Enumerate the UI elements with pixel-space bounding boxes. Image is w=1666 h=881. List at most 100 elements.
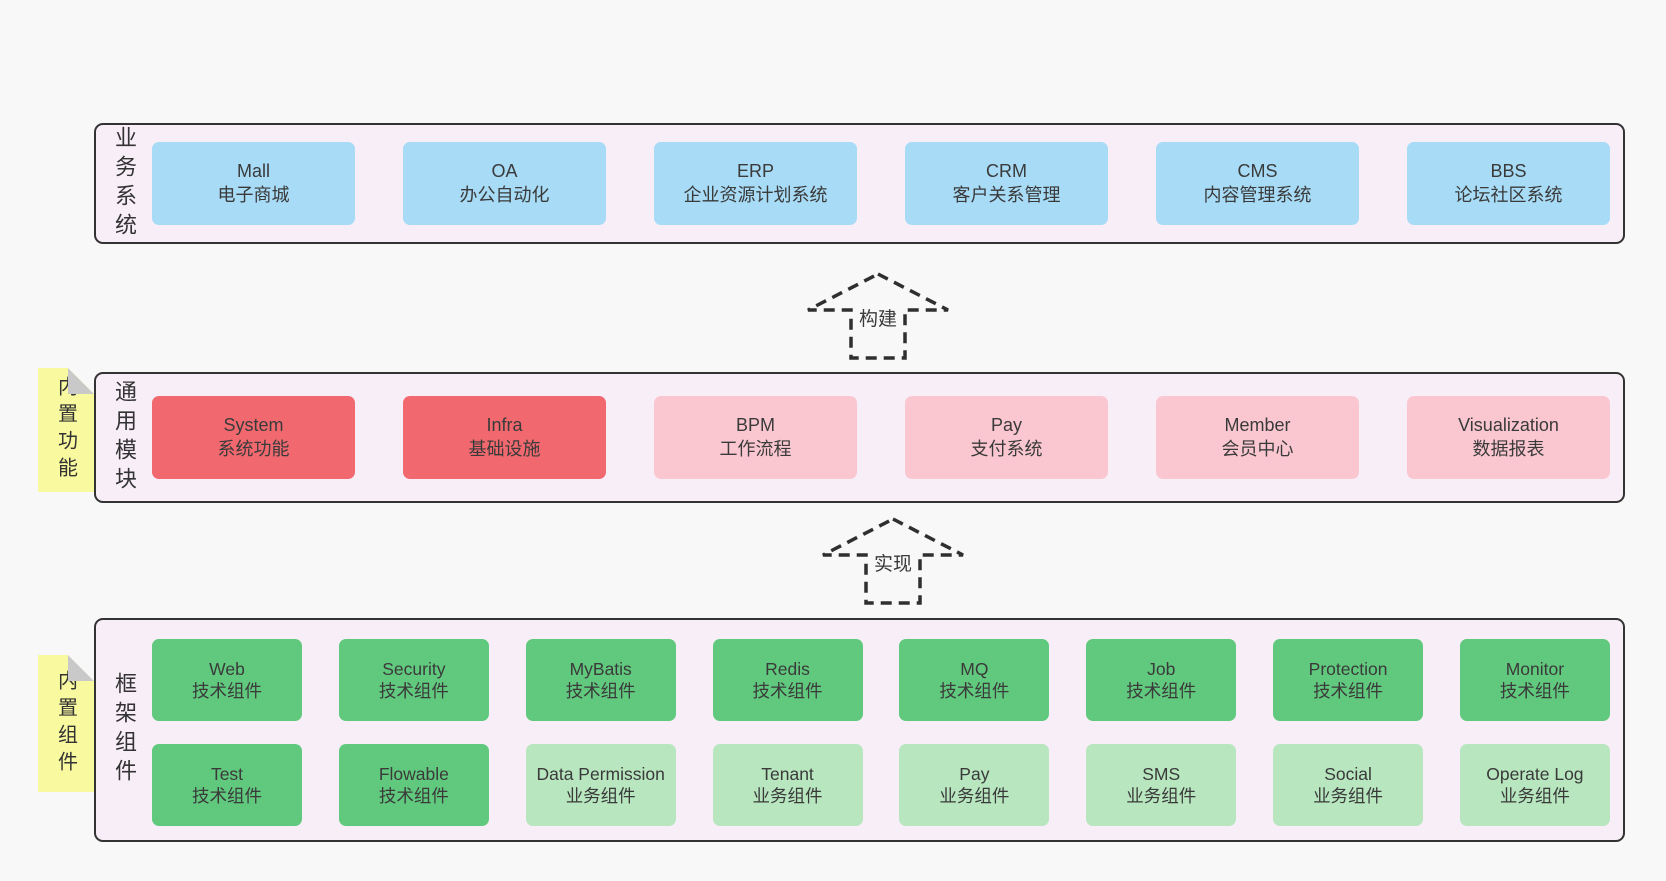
arrow-build: 构建 [806, 271, 950, 361]
box-subtitle: 技术组件 [565, 681, 636, 701]
box-title: Security [382, 658, 446, 679]
box-subtitle: 技术组件 [1126, 681, 1197, 701]
box-subtitle: 电子商城 [217, 184, 290, 205]
box-subtitle: 技术组件 [192, 786, 262, 806]
box-title: Operate Log [1486, 763, 1584, 784]
box-member: Member 会员中心 [1156, 396, 1359, 479]
box-cms: CMS 内容管理系统 [1156, 142, 1359, 225]
box-subtitle: 业务组件 [1126, 786, 1197, 806]
box-title: Pay [990, 414, 1023, 435]
section-framework-components: 框架组件 Web 技术组件 Security 技术组件 MyBatis 技术组件… [94, 618, 1625, 842]
box-job: Job 技术组件 [1086, 639, 1237, 721]
box-crm: CRM 客户关系管理 [905, 142, 1108, 225]
box-subtitle: 技术组件 [1499, 681, 1570, 701]
arrow-build-label: 构建 [854, 303, 902, 332]
box-subtitle: 论坛社区系统 [1454, 184, 1563, 205]
box-subtitle: 业务组件 [939, 786, 1010, 806]
arrow-implement: 实现 [821, 516, 965, 606]
tab-label-built-in-features: 内置功能 [54, 376, 77, 484]
box-infra: Infra 基础设施 [403, 396, 606, 479]
box-subtitle: 技术组件 [378, 681, 449, 701]
box-title: Visualization [1458, 414, 1559, 435]
box-redis: Redis 技术组件 [712, 639, 863, 721]
box-subtitle: 企业资源计划系统 [683, 184, 828, 205]
box-title: Infra [486, 414, 523, 435]
box-subtitle: 客户关系管理 [952, 184, 1061, 205]
box-subtitle: 办公自动化 [459, 184, 550, 205]
box-oa: OA 办公自动化 [403, 142, 606, 225]
box-subtitle: 技术组件 [752, 681, 823, 701]
box-title: Social [1324, 763, 1372, 784]
box-subtitle: 会员中心 [1221, 438, 1294, 459]
box-subtitle: 数据报表 [1472, 438, 1545, 459]
box-title: Job [1147, 658, 1176, 679]
arrow-implement-label: 实现 [869, 548, 917, 577]
box-title: CMS [1237, 160, 1278, 181]
box-title: MyBatis [569, 658, 632, 679]
box-subtitle: 技术组件 [939, 681, 1010, 701]
box-title: MQ [960, 658, 989, 679]
box-pay-module: Pay 支付系统 [905, 396, 1108, 479]
box-bpm: BPM 工作流程 [654, 396, 857, 479]
box-title: Monitor [1505, 658, 1565, 679]
box-erp: ERP 企业资源计划系统 [654, 142, 857, 225]
box-title: Pay [959, 763, 990, 784]
box-mq: MQ 技术组件 [899, 639, 1050, 721]
box-title: SMS [1142, 763, 1181, 784]
box-operate-log: Operate Log 业务组件 [1459, 744, 1610, 826]
box-title: Flowable [378, 763, 449, 784]
box-title: System [223, 414, 284, 435]
box-subtitle: 业务组件 [565, 786, 636, 806]
box-subtitle: 基础设施 [468, 438, 541, 459]
box-security: Security 技术组件 [338, 639, 489, 721]
box-web: Web 技术组件 [152, 639, 302, 721]
box-title: CRM [986, 160, 1027, 181]
box-mybatis: MyBatis 技术组件 [525, 639, 676, 721]
box-subtitle: 技术组件 [192, 681, 262, 701]
box-subtitle: 技术组件 [378, 786, 449, 806]
box-title: BBS [1490, 160, 1527, 181]
framework-components-rows: Web 技术组件 Security 技术组件 MyBatis 技术组件 Redi… [152, 620, 1623, 840]
box-subtitle: 系统功能 [217, 438, 290, 459]
box-title: Protection [1308, 658, 1388, 679]
box-subtitle: 技术组件 [1313, 681, 1384, 701]
box-subtitle: 工作流程 [719, 438, 792, 459]
box-subtitle: 业务组件 [752, 786, 823, 806]
framework-row-2: Test 技术组件 Flowable 技术组件 Data Permission … [152, 744, 1610, 826]
business-systems-box-row: Mall 电子商城 OA 办公自动化 ERP 企业资源计划系统 CRM 客户关系… [152, 125, 1623, 242]
box-title: Web [209, 658, 245, 679]
box-title: ERP [736, 160, 774, 181]
box-title: OA [491, 160, 518, 181]
box-sms: SMS 业务组件 [1086, 744, 1237, 826]
box-mall: Mall 电子商城 [152, 142, 355, 225]
box-subtitle: 内容管理系统 [1203, 184, 1312, 205]
box-title: Member [1224, 414, 1291, 435]
dashed-up-arrow-icon [822, 517, 964, 605]
box-social: Social 业务组件 [1273, 744, 1424, 826]
box-monitor: Monitor 技术组件 [1459, 639, 1610, 721]
section-label-business-systems: 业务系统 [112, 125, 137, 242]
box-title: Test [210, 763, 244, 784]
sticky-tab-built-in-features: 内置功能 [38, 368, 94, 492]
box-tenant: Tenant 业务组件 [712, 744, 863, 826]
box-flowable: Flowable 技术组件 [338, 744, 489, 826]
box-title: BPM [735, 414, 775, 435]
box-bbs: BBS 论坛社区系统 [1407, 142, 1610, 225]
section-label-framework-components: 框架组件 [112, 672, 137, 788]
box-subtitle: 支付系统 [970, 438, 1043, 459]
box-pay-component: Pay 业务组件 [899, 744, 1050, 826]
folded-corner-icon [68, 368, 94, 394]
tab-label-built-in-components: 内置组件 [54, 669, 77, 778]
box-subtitle: 业务组件 [1313, 786, 1384, 806]
framework-row-1: Web 技术组件 Security 技术组件 MyBatis 技术组件 Redi… [152, 639, 1610, 721]
dashed-up-arrow-icon [807, 272, 949, 360]
box-test: Test 技术组件 [152, 744, 302, 826]
sticky-tab-built-in-components: 内置组件 [38, 655, 94, 792]
box-title: Data Permission [536, 763, 665, 784]
box-subtitle: 业务组件 [1499, 786, 1570, 806]
box-title: Mall [236, 160, 270, 181]
box-data-permission: Data Permission 业务组件 [525, 744, 676, 826]
box-protection: Protection 技术组件 [1273, 639, 1424, 721]
section-common-modules: 通用模块 System 系统功能 Infra 基础设施 BPM 工作流程 Pay… [94, 372, 1625, 503]
